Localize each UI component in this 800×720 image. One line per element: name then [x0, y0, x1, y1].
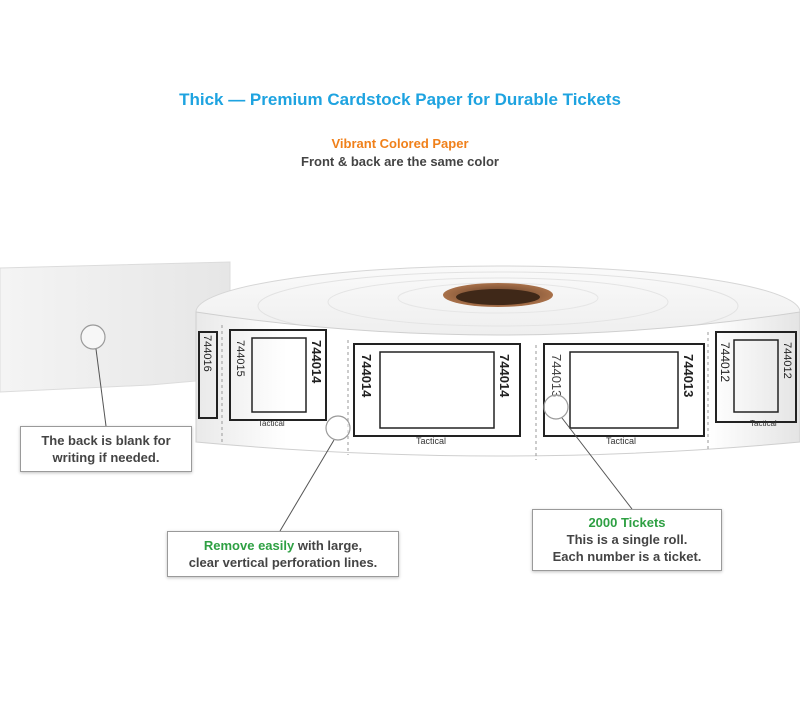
marker-perforation: [325, 415, 351, 441]
callout-blank-back: The back is blank for writing if needed.: [20, 426, 192, 472]
ticket-4: 744013 744013 Tactical: [543, 343, 705, 446]
ticket-number: 744013: [549, 354, 564, 397]
ticket-brand: Tactical: [258, 419, 285, 428]
callout-line: clear vertical perforation lines.: [188, 555, 378, 570]
callout-line: The back is blank for: [41, 433, 171, 448]
leader-back: [95, 348, 107, 427]
callout-highlight: Remove easily: [203, 538, 295, 553]
ticket-brand: Tactical: [416, 436, 446, 446]
ticket-number: 744016: [201, 335, 213, 372]
ticket-brand: Tactical: [606, 436, 636, 446]
ticket-brand: Tactical: [750, 419, 777, 428]
ticket-2: 744015 744014 Tactical: [229, 329, 327, 428]
ticket-number: 744014: [497, 354, 512, 398]
callout-line: writing if needed.: [52, 450, 160, 465]
ticket-number: 744015: [234, 340, 246, 377]
ticket-number: 744013: [681, 354, 696, 397]
paper-strip: [0, 261, 231, 393]
callout-perforation: Remove easily with large, clear vertical…: [167, 531, 399, 577]
ticket-number: 744014: [309, 340, 324, 384]
callout-highlight: 2000 Tickets: [588, 515, 666, 530]
callout-line: Remove easily with large,: [168, 537, 398, 554]
marker-back: [80, 324, 106, 350]
ticket-number: 744012: [781, 342, 793, 379]
leader-perforation: [279, 439, 335, 532]
marker-count: [543, 394, 569, 420]
subtitle: Front & back are the same color: [301, 154, 499, 169]
page-title: Thick — Premium Cardstock Paper for Dura…: [179, 90, 621, 109]
ticket-5: 744012 744012 Tactical: [715, 331, 797, 428]
ticket-number: 744014: [359, 354, 374, 398]
callout-ticket-count: 2000 Tickets This is a single roll. Each…: [532, 509, 722, 571]
leader-count: [561, 417, 633, 510]
ticket-1: 744016: [198, 331, 218, 419]
ticket-number: 744012: [718, 342, 732, 382]
ticket-3: 744014 744014 Tactical: [353, 343, 521, 446]
callout-text: with large,: [294, 538, 363, 553]
callout-line: Each number is a ticket.: [552, 549, 702, 564]
callout-line: This is a single roll.: [566, 532, 688, 547]
subtitle-accent: Vibrant Colored Paper: [331, 136, 469, 151]
